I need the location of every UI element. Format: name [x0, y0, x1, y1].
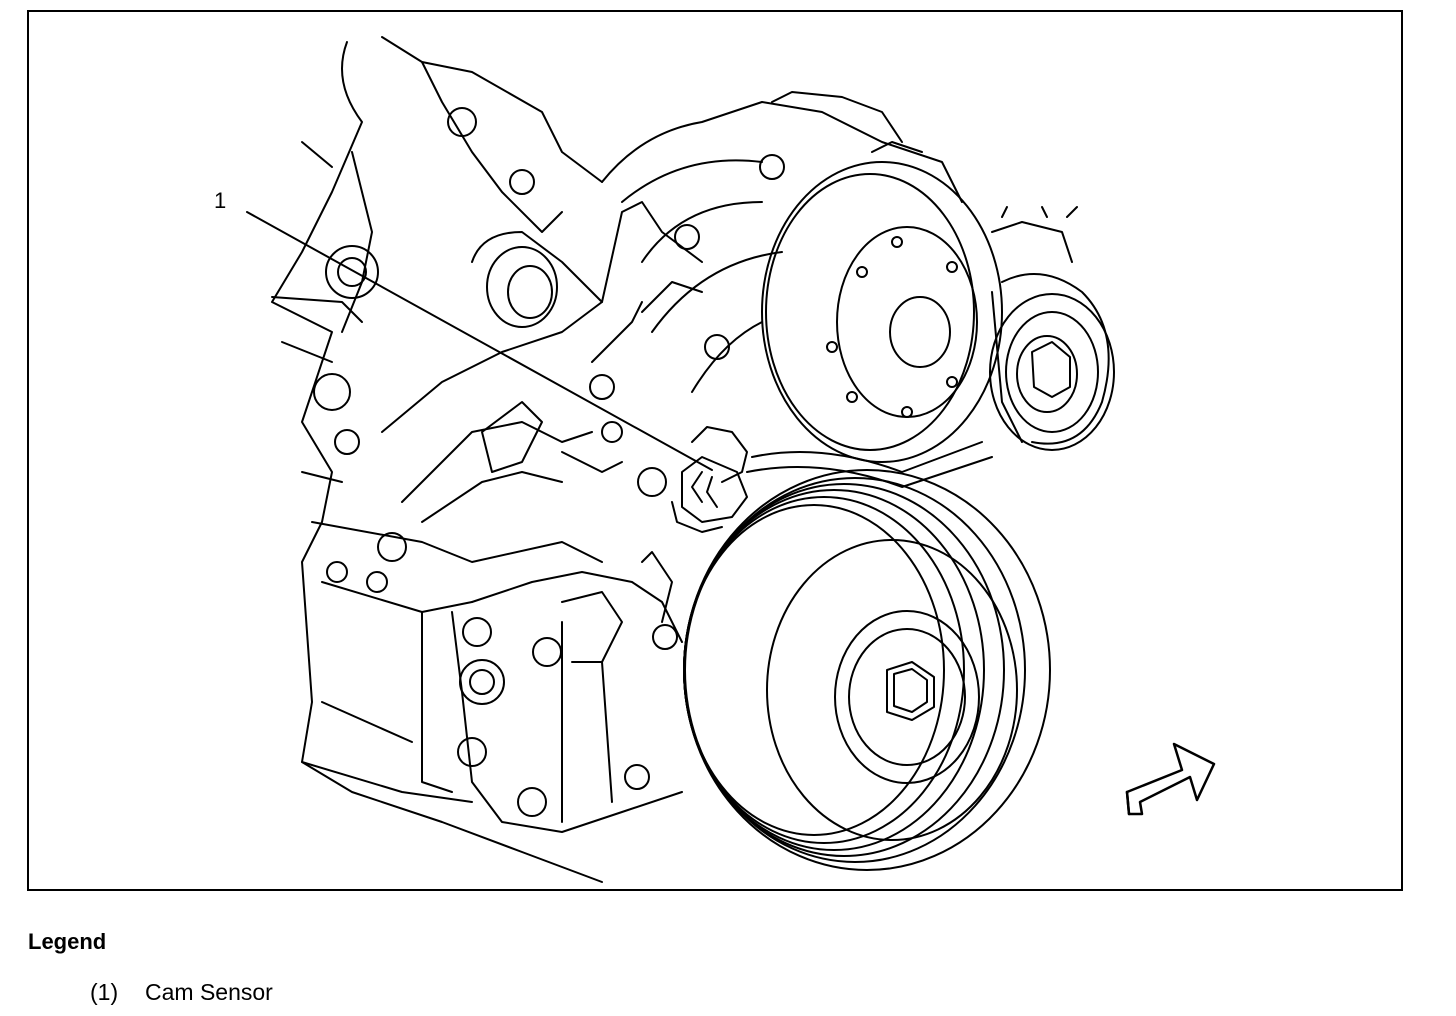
alternator-pulley [761, 161, 1003, 463]
engine-illustration [246, 36, 1216, 883]
view-direction-arrow-icon [1125, 742, 1216, 816]
belt-tensioner [989, 206, 1115, 451]
alternator [589, 91, 963, 400]
accessory-bracket [381, 201, 703, 523]
legend-item-number: (1) [90, 979, 119, 1005]
engine-block [271, 36, 603, 883]
lower-pump [451, 551, 683, 833]
legend-item-label: Cam Sensor [145, 979, 273, 1005]
callout-leader-line [246, 211, 713, 471]
diagram-frame [27, 10, 1403, 891]
drive-belt [746, 441, 993, 488]
legend-title: Legend [28, 929, 107, 954]
cam-sensor [601, 421, 748, 533]
crankshaft-pulley [683, 469, 1051, 871]
callout-number: 1 [214, 188, 227, 213]
